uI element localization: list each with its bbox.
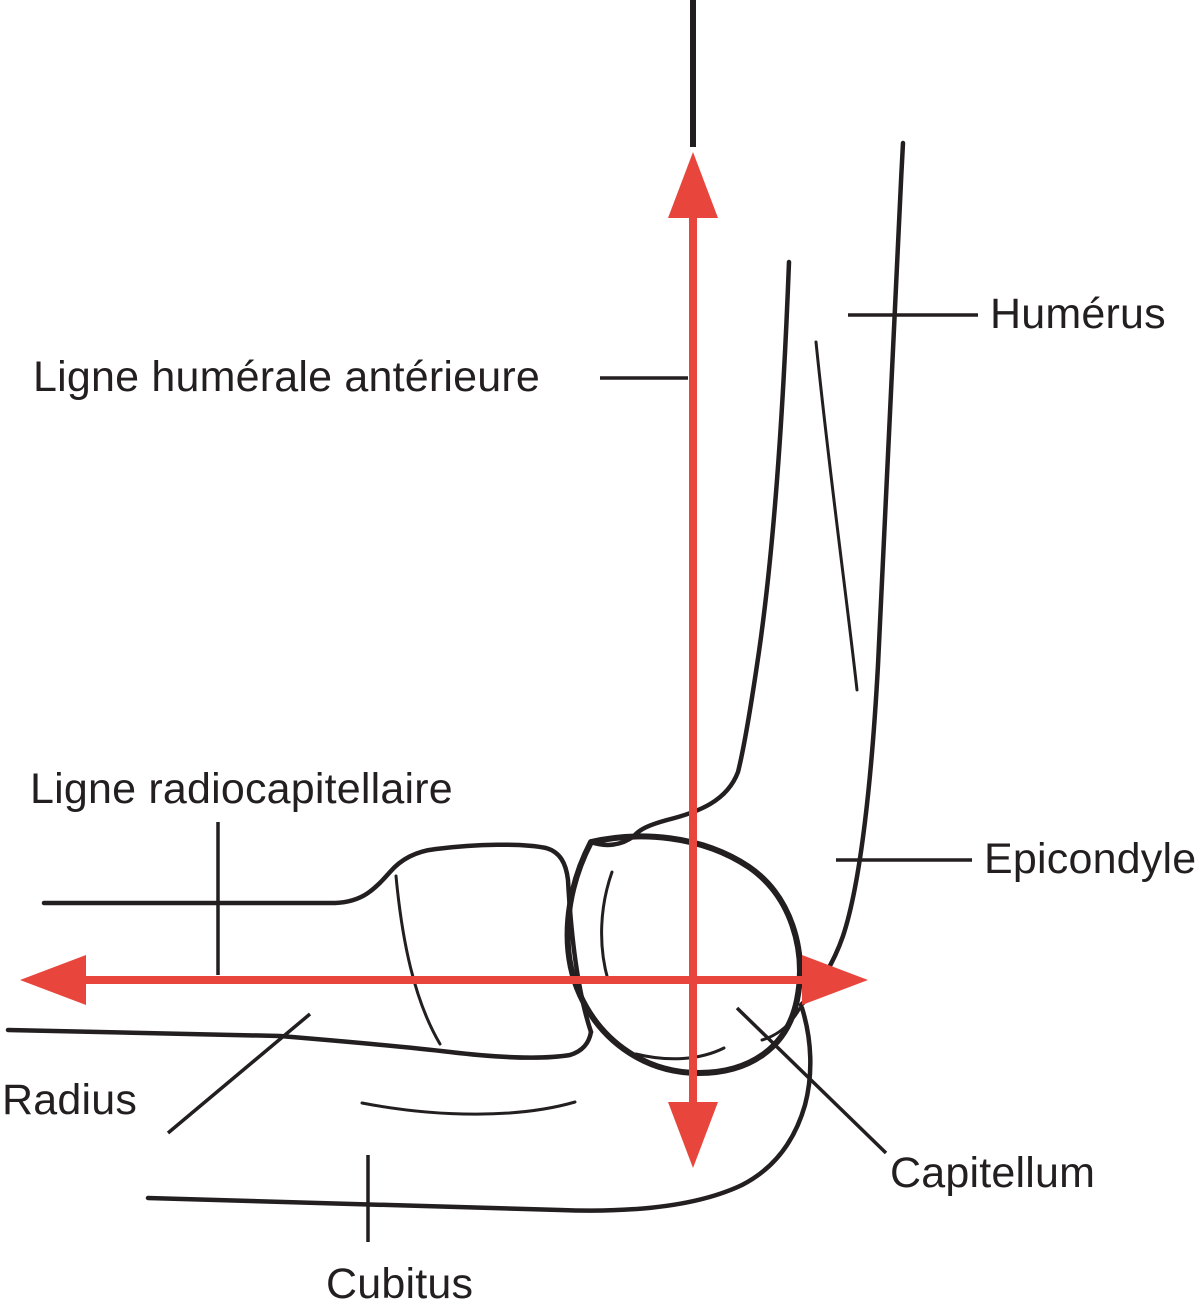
ulna-inner-detail-line xyxy=(360,1100,577,1116)
radius-inferior-outline xyxy=(5,1027,594,1060)
label-capitellum: Capitellum xyxy=(890,1149,1096,1197)
horizontal-arrowhead-left-icon xyxy=(20,955,86,1005)
capitellum-inner-arc-bottom xyxy=(634,1046,726,1061)
label-cubitus: Cubitus xyxy=(326,1260,474,1308)
label-humerus: Humérus xyxy=(990,290,1166,338)
vertical-arrowhead-down-icon xyxy=(668,1102,718,1168)
radius-leader-line xyxy=(166,1012,312,1135)
label-epicondyle: Epicondyle xyxy=(984,835,1197,883)
horizontal-arrowhead-right-icon xyxy=(802,955,868,1005)
radius-neck-detail-line xyxy=(394,874,442,1046)
label-anterior-humeral-line: Ligne humérale antérieure xyxy=(33,353,540,401)
alignment-arrowheads-group xyxy=(20,152,868,1168)
humerus-posterior-outline xyxy=(798,140,906,1008)
leader-lines-group xyxy=(166,0,978,1242)
label-radius: Radius xyxy=(2,1076,138,1124)
label-radiocapitellar-line: Ligne radiocapitellaire xyxy=(30,765,453,813)
bone-outlines-group xyxy=(5,140,906,1213)
radius-superior-outline xyxy=(41,842,594,1035)
ulna-outline xyxy=(145,1005,813,1213)
ulna-capitellum-junction-line xyxy=(760,1006,802,1042)
capitellum-inner-arc-left xyxy=(600,870,614,982)
vertical-arrowhead-up-icon xyxy=(668,152,718,218)
humerus-inner-detail-line xyxy=(814,340,859,692)
capitellum-leader-line xyxy=(735,1006,888,1155)
alignment-arrow-shafts-group xyxy=(80,212,806,1106)
